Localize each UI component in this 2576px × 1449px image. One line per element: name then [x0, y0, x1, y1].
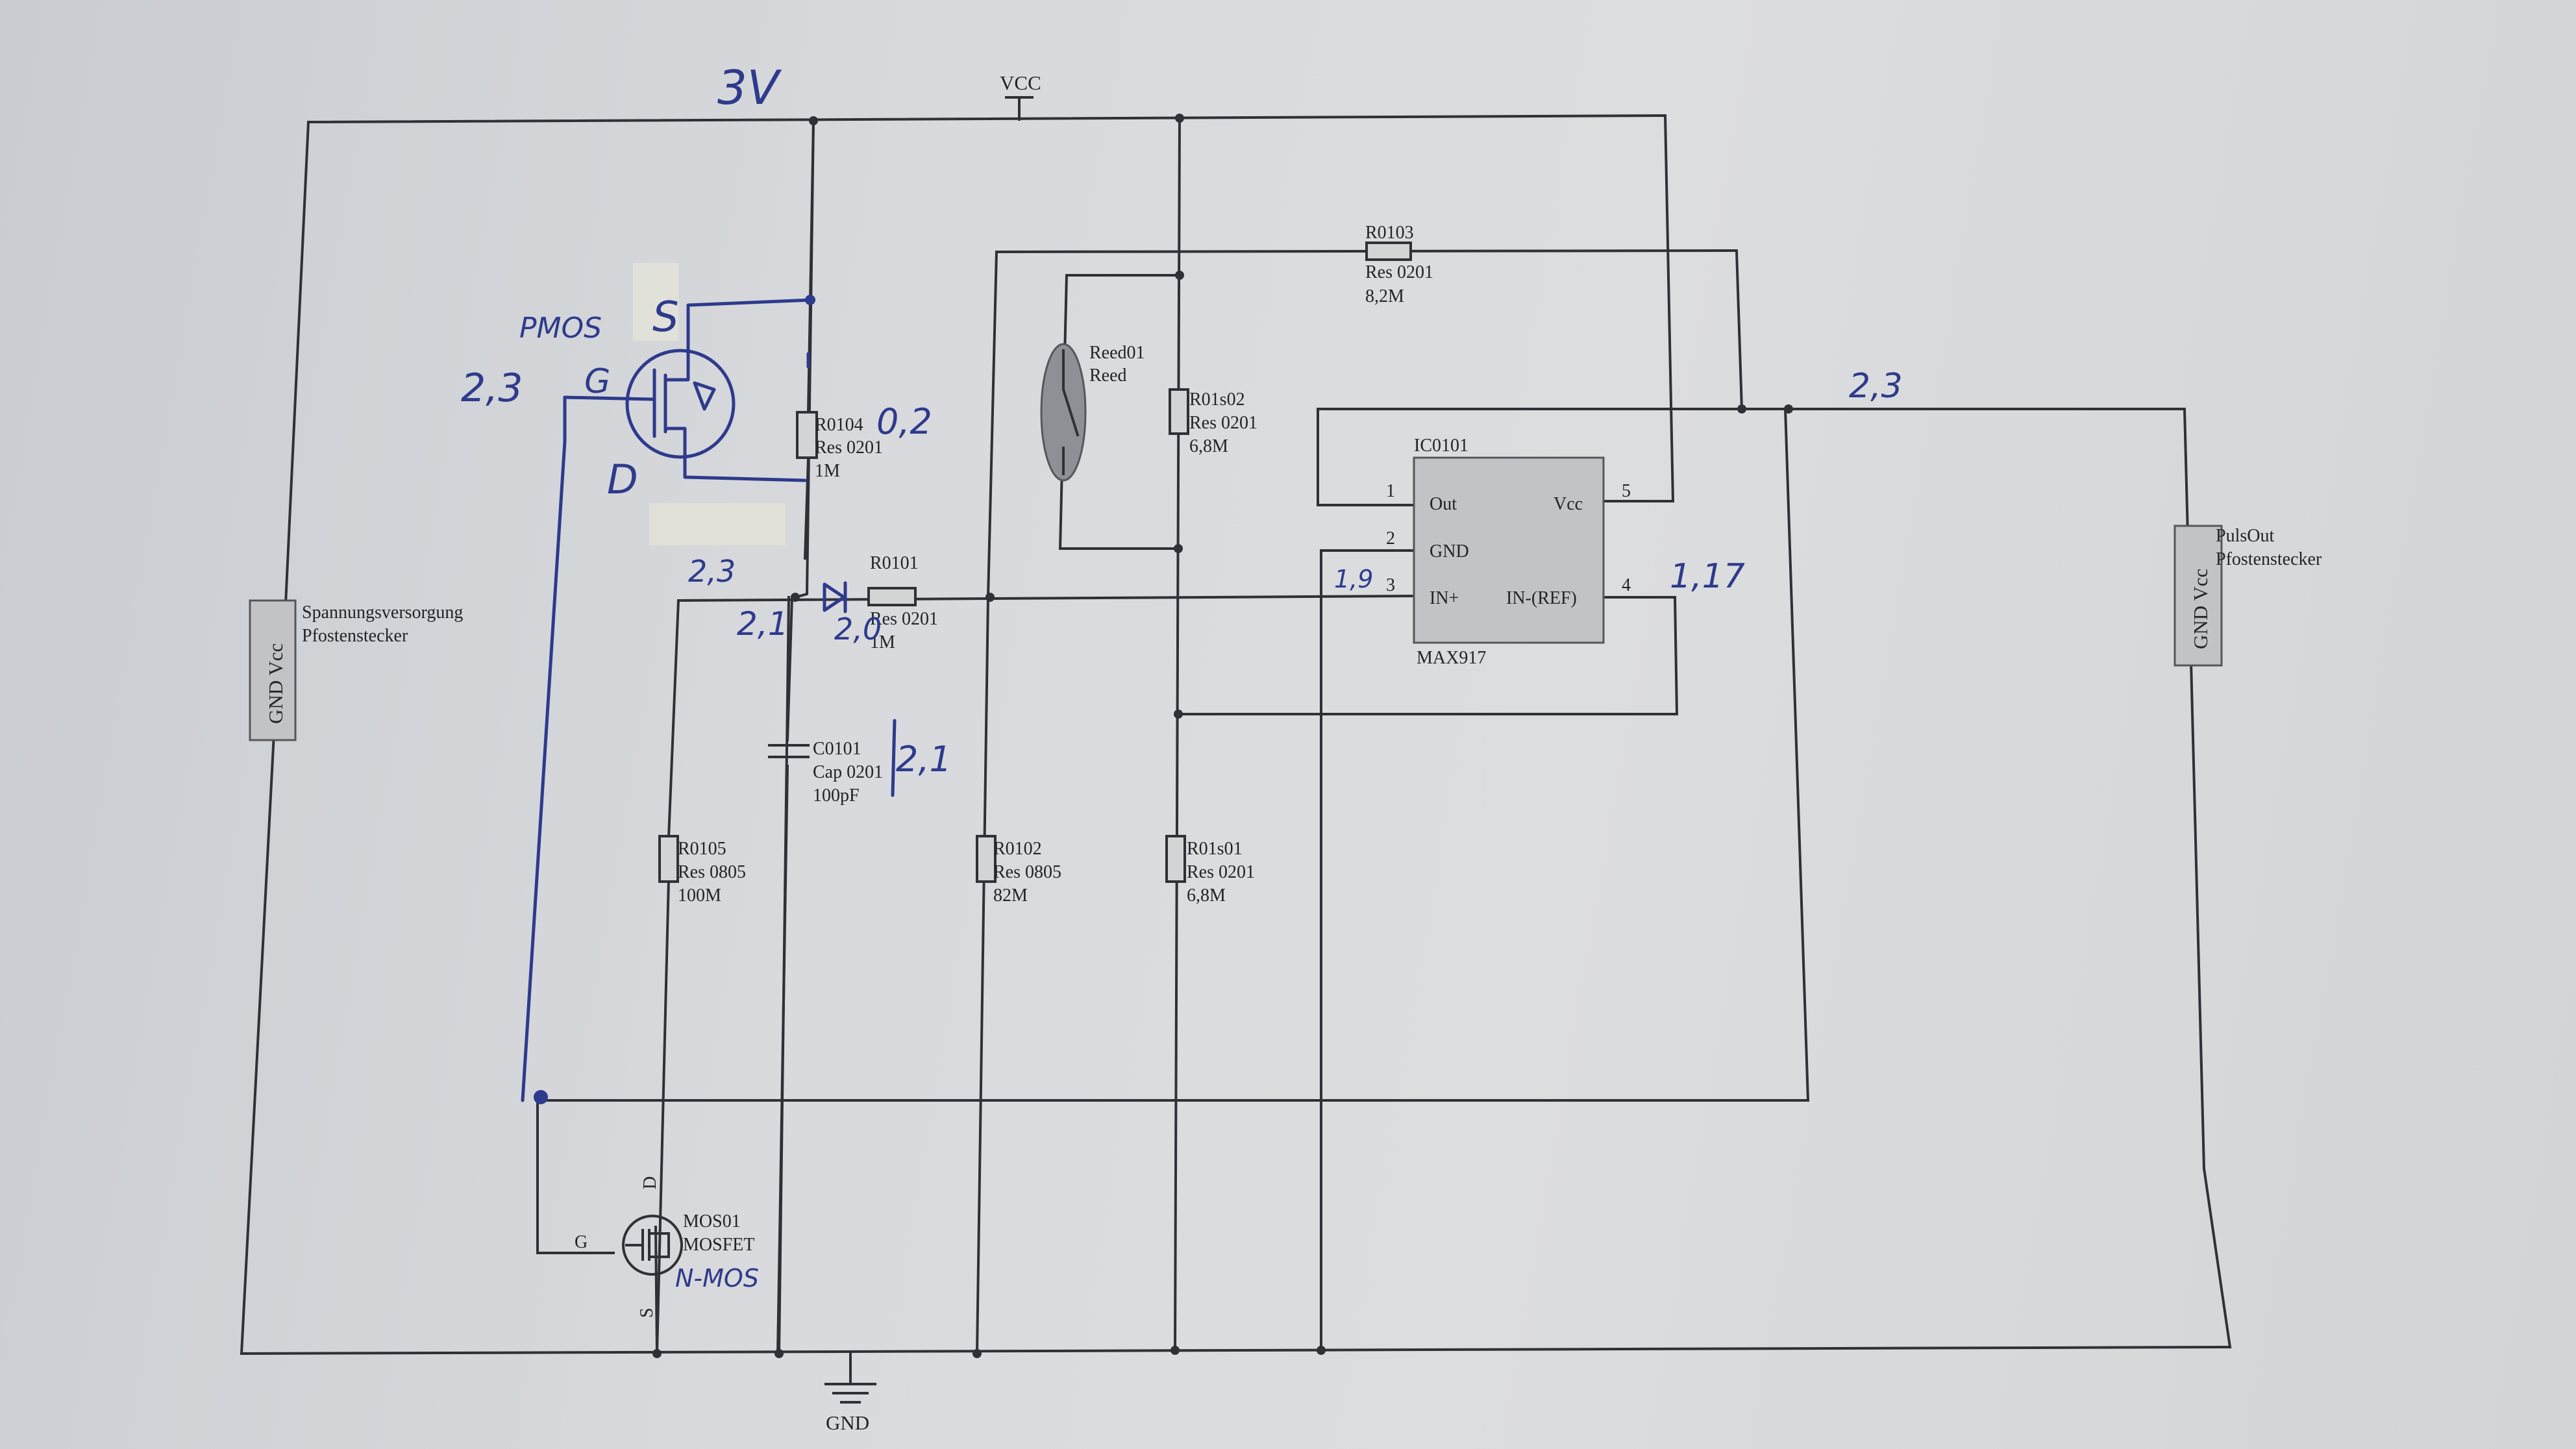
ic-pin-in-plus: IN+ [1430, 588, 1459, 608]
resistor-r0103: R0103 Res 0201 8,2M [1365, 223, 1433, 306]
voltage-20-note: 2,0 [834, 612, 882, 647]
svg-text:2: 2 [1386, 528, 1395, 549]
voltage-mid-note: 2,3 [688, 554, 736, 589]
svg-text:R0101: R0101 [870, 553, 919, 573]
voltage-left-note: 2,3 [461, 365, 523, 411]
svg-text:R01s01: R01s01 [1187, 839, 1243, 859]
mosfet-symbol [622, 1215, 683, 1276]
nmos-note: N-MOS [675, 1264, 759, 1293]
pulse-connector-pins: GND Vcc [2189, 569, 2212, 649]
resistor-r01s02: R01s02 Res 0201 6,8M [1169, 388, 1257, 456]
svg-text:R0102: R0102 [993, 839, 1042, 859]
svg-text:Cap 0201: Cap 0201 [813, 762, 883, 782]
svg-text:G: G [575, 1232, 588, 1252]
voltage-3v-note: 3V [717, 60, 782, 115]
ic-pin-in-ref: IN-(REF) [1506, 588, 1577, 608]
svg-text:4: 4 [1622, 575, 1631, 595]
svg-text:5: 5 [1622, 481, 1631, 501]
svg-text:1M: 1M [870, 632, 895, 652]
svg-text:100M: 100M [678, 886, 721, 906]
svg-text:Res 0201: Res 0201 [1365, 262, 1433, 282]
svg-text:Res 0201: Res 0201 [1187, 862, 1255, 882]
in-plus-net [676, 594, 1417, 602]
ic-max917: IC0101 MAX917 Out Vcc GND IN+ IN-(REF) 1… [1386, 436, 1631, 668]
ic-name: MAX917 [1417, 648, 1486, 668]
reed-switch: Reed01 Reed [1040, 343, 1145, 482]
voltage-in-ref-note: 1,17 [1670, 557, 1745, 596]
svg-text:82M: 82M [993, 886, 1028, 906]
pulse-connector-name: PulsOut [2216, 526, 2274, 546]
svg-text:Res 0201: Res 0201 [870, 609, 938, 629]
pmos-circle [625, 349, 736, 459]
ic-pin-gnd: GND [1430, 541, 1469, 562]
reed-glass [1040, 343, 1087, 482]
ic-ref: IC0101 [1414, 436, 1468, 456]
vcc-rail [306, 114, 1667, 124]
svg-text:Res 0805: Res 0805 [993, 862, 1061, 882]
mosfet-mos01: MOS01 MOSFET D G S [575, 1176, 754, 1318]
left-rail [240, 120, 310, 1356]
svg-text:MOSFET: MOSFET [683, 1235, 754, 1255]
voltage-21-note: 2,1 [737, 605, 789, 643]
gnd-label: GND [826, 1411, 869, 1434]
diode-and-resistor-r0101: R0101 Res 0201 1M [823, 553, 938, 652]
svg-text:MOS01: MOS01 [683, 1211, 741, 1232]
pulse-connector-body [2174, 525, 2223, 667]
ic-body [1413, 456, 1605, 644]
gnd-symbol: GND [824, 1352, 876, 1434]
svg-text:1M: 1M [815, 461, 840, 481]
vcc-label: VCC [1000, 71, 1041, 94]
svg-text:6,8M: 6,8M [1189, 436, 1228, 456]
resistor-r0104: R0104 Res 0201 1M [796, 119, 883, 560]
supply-connector-sub: Pfostenstecker [302, 626, 408, 646]
junctions [652, 114, 1793, 1358]
ic-pin-vcc: Vcc [1554, 494, 1583, 514]
svg-text:Res 0805: Res 0805 [678, 862, 746, 882]
handwritten-annotations: PMOS S G D 3V 2,3 0,2 2,3 2,1 2,0 2,1 1,… [461, 60, 1903, 1293]
pmos-d-note: D [607, 456, 638, 503]
pmos-s-note: S [652, 293, 679, 341]
svg-text:8,2M: 8,2M [1365, 286, 1404, 306]
svg-text:3: 3 [1386, 575, 1395, 595]
gnd-rail [240, 1345, 2232, 1356]
pmos-note: PMOS [519, 312, 602, 345]
supply-connector-name: Spannungsversorgung [302, 602, 463, 623]
voltage-in-plus-note: 1,9 [1334, 565, 1373, 593]
ic-pin-out: Out [1430, 494, 1457, 514]
capacitor-c0101: C0101 Cap 0201 100pF [768, 739, 883, 806]
voltage-r0104-note: 0,2 [876, 401, 932, 442]
svg-text:Reed: Reed [1089, 365, 1127, 386]
svg-text:C0101: C0101 [813, 739, 861, 759]
voltage-right-note: 2,3 [1849, 367, 1903, 406]
pulse-connector: GND Vcc PulsOut Pfostenstecker [2174, 525, 2322, 667]
svg-text:Res 0201: Res 0201 [815, 438, 883, 458]
svg-text:Reed01: Reed01 [1089, 343, 1145, 363]
svg-text:6,8M: 6,8M [1187, 886, 1226, 906]
supply-connector-body [249, 599, 297, 741]
svg-text:D: D [640, 1176, 660, 1189]
voltage-cap-note: 2,1 [896, 739, 952, 780]
diode-symbol [823, 581, 847, 613]
resistor-r0105: R0105 Res 0805 100M [658, 835, 746, 906]
pmos-sketch: PMOS S G D [519, 293, 815, 1104]
pmos-g-note: G [584, 362, 610, 401]
supply-connector-pins: GND Vcc [264, 643, 287, 724]
resistor-r0102: R0102 Res 0805 82M [976, 835, 1061, 906]
pulse-connector-sub: Pfostenstecker [2216, 549, 2322, 569]
svg-text:1: 1 [1386, 481, 1395, 501]
svg-text:R0105: R0105 [678, 839, 726, 859]
resistor-r01s01: R01s01 Res 0201 6,8M [1165, 835, 1255, 906]
svg-text:100pF: 100pF [813, 786, 860, 806]
wires [240, 96, 2232, 1356]
svg-text:S: S [637, 1307, 657, 1318]
svg-text:R01s02: R01s02 [1189, 390, 1245, 410]
svg-text:R0103: R0103 [1365, 223, 1414, 243]
supply-connector: GND Vcc Spannungsversorgung Pfostensteck… [249, 599, 463, 741]
svg-text:R0104: R0104 [815, 415, 863, 435]
svg-text:Res 0201: Res 0201 [1189, 413, 1257, 433]
